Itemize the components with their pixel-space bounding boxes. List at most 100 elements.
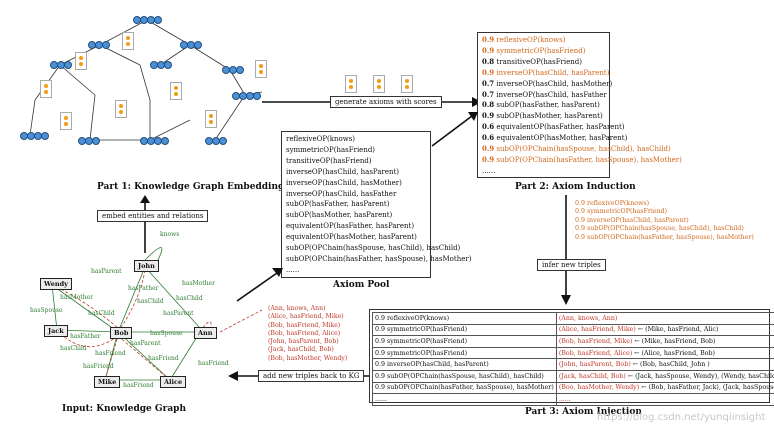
induced-axiom: 0.8 transitiveOP(hasFriend): [482, 56, 583, 66]
kg-node-wendy: Wendy: [40, 278, 72, 290]
edge-label: hasFather: [70, 333, 101, 340]
edge-label: hasFather: [128, 285, 159, 292]
edge-label: hasMother: [60, 294, 93, 301]
induced-axiom: 0.6 equivalentOP(hasMother, hasParent): [482, 133, 628, 143]
pool-to-induction-arrow: [431, 112, 478, 147]
edge-label: hasFriend: [123, 382, 154, 389]
new-triple: (Bob, hasMother, Wendy): [268, 354, 348, 362]
edge-label: hasFriend: [198, 360, 229, 367]
injection-row: 0.9 symmetricOP(hasFriend)(Bob, hasFrien…: [372, 335, 774, 348]
injection-triple: (Ann, knows, Ann): [555, 312, 774, 325]
kg-title: Input: Knowledge Graph: [62, 404, 187, 414]
induced-axiom: 0.9 subOP(OPChain(hasFather, hasSpouse),…: [482, 154, 682, 164]
add-back-label: add new triples back to KG: [258, 370, 365, 382]
induced-axiom: 0.7 inverseOP(hasChild, hasFather: [482, 89, 607, 99]
kg-node-alice: Alice: [160, 376, 187, 388]
injection-axiom: 0.9 inverseOP(hasChild, hasParent): [372, 358, 557, 371]
axiom-pool-title: Axiom Pool: [333, 280, 390, 290]
new-triple: (Bob, hasFriend, Mike): [268, 321, 341, 329]
generate-label: generate axioms with scores: [330, 96, 442, 108]
injection-triple: (Boo, hasMother, Wendy) ← (Bob, hasFathe…: [555, 381, 774, 395]
part3-title: Part 3: Axiom Injection: [525, 407, 642, 417]
edge-label: hasSpouse: [150, 330, 183, 337]
pool-axiom: subOP(OPChain(hasSpouse, hasChild), hasC…: [286, 244, 461, 253]
injection-axiom: 0.9 symmetricOP(hasFriend): [372, 335, 557, 348]
injection-row: 0.9 subOP(OPChain(hasFather, hasSpouse),…: [372, 381, 774, 395]
induced-axiom: 0.9 reflexiveOP(knows): [482, 35, 566, 44]
edge-label: hasParent: [163, 310, 194, 317]
induced-axiom: 0.9 subOP(hasMother, hasParent): [482, 111, 603, 121]
edge-label: hasParent: [91, 268, 122, 275]
kg-node-ann: Ann: [194, 327, 217, 339]
new-triple: (Alice, hasFriend, Mike): [268, 313, 344, 321]
pool-axiom: inverseOP(hasChild, hasParent): [286, 167, 400, 176]
selected-axiom: 0.9 reflexiveOP(knows): [575, 200, 650, 207]
kg-node-john: John: [134, 260, 159, 272]
injection-axiom: 0.9 subOP(OPChain(hasFather, hasSpouse),…: [372, 381, 557, 395]
induced-axiom: 0.9 symmetricOP(hasFriend): [482, 45, 586, 55]
axiom-injection-table: 0.9 reflexiveOP(knows)(Ann, knows, Ann) …: [369, 309, 774, 406]
selected-axiom: 0.9 subOP(OPChain(hasFather, hasSpouse),…: [575, 233, 754, 241]
pool-axiom: equivalentOP(hasFather, hasParent): [286, 222, 415, 231]
part1-title: Part 1: Knowledge Graph Embedding: [97, 182, 285, 192]
induced-axiom: 0.8 subOP(hasFather, hasParent): [482, 100, 600, 110]
injection-triple: (Alice, hasFriend, Mike) ← (Mike, hasFri…: [555, 323, 774, 337]
edge-label: hasFriend: [148, 355, 179, 362]
pool-axiom: inverseOP(hasChild, hasMother): [286, 178, 402, 187]
edge-label: knows: [160, 231, 180, 238]
pool-axiom: subOP(hasMother, hasParent): [286, 211, 393, 220]
injection-axiom: 0.9 symmetricOP(hasFriend): [372, 346, 557, 360]
injection-triple: ......: [555, 393, 774, 406]
injection-axiom: ......: [372, 393, 557, 406]
part2-title: Part 2: Axiom Induction: [515, 182, 636, 192]
injection-row: 0.9 symmetricOP(hasFriend)(Alice, hasFri…: [372, 323, 774, 337]
embed-label: embed entities and relations: [97, 210, 209, 222]
edge-label: hasFriend: [83, 363, 114, 370]
edge-label: hasParent: [130, 340, 161, 347]
kg-node-mike: Mike: [94, 376, 121, 388]
injection-triple: (Bob, hasFriend, Mike) ← (Mike, hasFrien…: [555, 335, 774, 348]
pool-axiom: transitiveOP(hasFriend): [286, 156, 372, 165]
induced-axiom: 0.7 inverseOP(hasChild, hasMother): [482, 78, 613, 88]
watermark: https://blog.csdn.net/yunqiinsight: [597, 412, 766, 423]
new-triple: (Bob, hasFriend, Alice): [268, 329, 341, 337]
new-triple: (Ann, knows, Ann): [268, 305, 326, 312]
axiom-pool-box: reflexiveOP(knows) symmetricOP(hasFriend)…: [281, 131, 472, 278]
injection-row: 0.9 reflexiveOP(knows)(Ann, knows, Ann): [372, 312, 774, 325]
pool-axiom: reflexiveOP(knows): [286, 135, 356, 143]
injection-axiom: 0.9 subOP(OPChain(hasSpouse, hasChild), …: [372, 369, 557, 383]
selected-axioms: 0.9 reflexiveOP(knows)0.9 symmetricOP(ha…: [575, 200, 754, 242]
edge-label: hasChild: [137, 298, 164, 305]
injection-row: 0.9 subOP(OPChain(hasSpouse, hasChild), …: [372, 369, 774, 383]
pool-axiom: subOP(hasFather, hasParent): [286, 200, 390, 209]
kg-to-pool-arrow: [236, 268, 283, 302]
edge-label: hasSpouse: [30, 307, 63, 314]
injection-row: 0.9 inverseOP(hasChild, hasParent)(John,…: [372, 358, 774, 371]
embedding-graph: [29, 19, 263, 141]
induced-axiom: 0.6 equivalentOP(hasFather, hasParent): [482, 122, 625, 132]
part2-ellipsis: ......: [482, 166, 496, 175]
induction-down-arrow: [561, 195, 571, 305]
selected-axiom: 0.9 subOP(OPChain(hasSpouse, hasChild), …: [575, 225, 744, 233]
infer-label: infer new triples: [537, 259, 606, 271]
injection-row: 0.9 symmetricOP(hasFriend)(Bob, hasFrien…: [372, 346, 774, 360]
injection-axiom: 0.9 symmetricOP(hasFriend): [372, 323, 557, 337]
pool-axiom: equivalentOP(hasMother, hasParent): [286, 233, 417, 242]
selected-axiom: 0.9 inverseOP(hasChild, hasParent): [575, 216, 689, 224]
pool-axiom: symmetricOP(hasFriend): [286, 145, 376, 154]
injection-triple: (John, hasParent, Bob) ← (Bob, hasChild,…: [555, 358, 774, 371]
embedding-nodes: [0, 0, 300, 180]
new-triple: (John, hasParent, Bob): [268, 338, 339, 346]
kg-node-jack: Jack: [44, 325, 68, 337]
injection-axiom: 0.9 reflexiveOP(knows): [372, 312, 557, 325]
edge-label: hasFriend: [95, 350, 126, 357]
new-triple: (Jack, hasChild, Bob): [268, 346, 334, 354]
induced-axiom: 0.9 inverseOP(hasChild, hasParent): [482, 67, 610, 77]
edge-label: hasChild: [176, 295, 203, 302]
selected-axiom: 0.9 symmetricOP(hasFriend): [575, 208, 668, 216]
edge-label: hasChild: [88, 310, 115, 317]
kg-node-bob: Bob: [110, 327, 133, 339]
pool-axiom: subOP(OPChain(hasFather, hasSpouse), has…: [286, 254, 472, 263]
pool-axiom: inverseOP(hasChild, hasFather: [286, 189, 397, 198]
induced-axiom: 0.9 subOP(OPChain(hasSpouse, hasChild), …: [482, 144, 671, 154]
